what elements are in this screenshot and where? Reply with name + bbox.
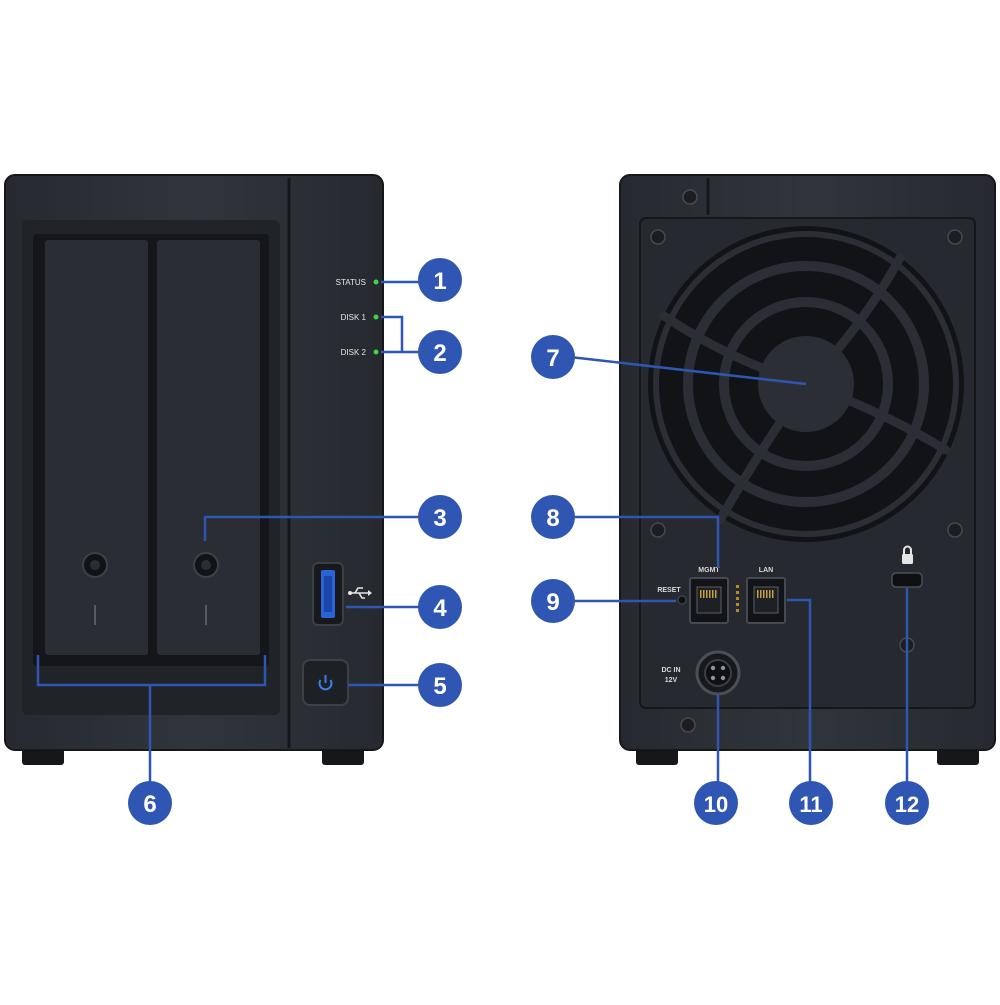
power-button[interactable]	[302, 659, 349, 706]
lock-icon	[902, 545, 913, 564]
back-unit: MGMT LAN RESET	[619, 174, 996, 765]
leader-11	[787, 598, 812, 785]
callout-7: 7	[531, 335, 575, 379]
reset-button[interactable]	[677, 595, 687, 605]
screw-icon	[947, 229, 963, 245]
usb-port[interactable]	[312, 562, 344, 626]
svg-text:7: 7	[546, 345, 559, 372]
drive-tray-1[interactable]	[45, 240, 148, 655]
status-led	[373, 279, 379, 285]
callout-2: 2	[418, 330, 462, 374]
svg-text:2: 2	[433, 340, 446, 367]
callout-5: 5	[418, 663, 462, 707]
svg-text:6: 6	[143, 791, 156, 818]
svg-text:9: 9	[546, 589, 559, 616]
svg-text:8: 8	[546, 505, 559, 532]
disk2-led	[373, 349, 379, 355]
leader-lines	[36, 280, 909, 785]
fan-icon	[648, 226, 964, 542]
security-slot[interactable]	[891, 572, 923, 588]
svg-text:10: 10	[704, 792, 728, 817]
screw-icon	[947, 522, 963, 538]
leader-6-bracket	[36, 655, 267, 687]
leader-2-bracket	[381, 315, 404, 354]
tray-indicator	[205, 605, 207, 625]
svg-text:5: 5	[433, 673, 446, 700]
svg-text:1: 1	[433, 268, 446, 295]
callout-4: 4	[418, 585, 462, 629]
led-label-disk2: DISK 2	[341, 348, 367, 357]
dc-in-port[interactable]	[695, 650, 741, 696]
mgmt-label: MGMT	[698, 567, 720, 574]
usb-icon	[348, 587, 372, 599]
leader-8	[570, 515, 720, 568]
disk1-led	[373, 314, 379, 320]
lan-label: LAN	[759, 567, 773, 574]
power-icon	[318, 675, 333, 691]
svg-text:12: 12	[895, 792, 919, 817]
screw-icon	[680, 717, 696, 733]
callout-11: 11	[789, 781, 833, 825]
drive-tray-2[interactable]	[157, 240, 260, 655]
lan-port[interactable]	[746, 577, 786, 624]
callout-8: 8	[531, 495, 575, 539]
callout-12: 12	[885, 781, 929, 825]
mgmt-port[interactable]	[689, 577, 729, 624]
screw-icon	[650, 522, 666, 538]
reset-label: RESET	[657, 587, 681, 594]
screw-icon	[682, 189, 698, 205]
callout-1: 1	[418, 258, 462, 302]
dc-in-label-line2: 12V	[665, 677, 678, 684]
callout-9: 9	[531, 579, 575, 623]
leader-3	[203, 515, 422, 541]
screw-icon	[650, 229, 666, 245]
svg-text:11: 11	[799, 792, 822, 817]
callout-10: 10	[694, 781, 738, 825]
callout-3: 3	[418, 495, 462, 539]
leader-7	[569, 355, 807, 386]
dc-in-label-line1: DC IN	[661, 667, 680, 674]
front-unit: STATUS DISK 1 DISK 2	[4, 174, 384, 765]
tray-indicator	[94, 605, 96, 625]
led-label-status: STATUS	[336, 278, 366, 287]
callout-6: 6	[128, 781, 172, 825]
svg-text:3: 3	[433, 505, 446, 532]
svg-text:4: 4	[433, 595, 447, 622]
led-label-disk1: DISK 1	[341, 313, 367, 322]
